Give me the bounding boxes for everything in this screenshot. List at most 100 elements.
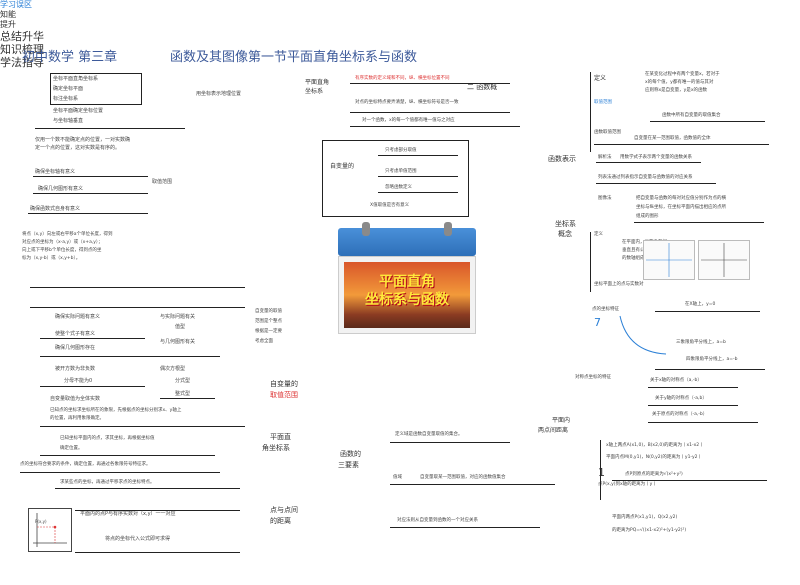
calendar-title-line-1: 平面直角 [379,274,435,290]
symmetry-x: 关于x轴的对称点（a,-b） [650,378,702,383]
divider [596,162,701,163]
pitfall-line-3: 对一个函数，x的每一个值都有唯一值与之对应 [362,118,455,123]
divider [75,510,240,511]
distance-heading-1: 平面内 [552,417,571,424]
translation-rule-3: 向上或下平移b个单位长度，得到点的坐 [22,248,102,253]
divider [33,193,148,194]
range-text: 自变量取某一范围取值，对应的函数值集合 [420,475,506,480]
divider [594,144,769,145]
axes-graphic [33,513,67,547]
translation-rule-1: 将点（x,y）向左或右平移a个单位长度，得到 [22,232,113,237]
left-box-item-1: 坐标平面直角坐标系 [53,76,99,82]
definition-key: 定义 [594,75,607,82]
symmetry-origin: 关于原点的对称点（-a,-b） [652,412,708,417]
function-represent-label: 函数表示 [548,155,576,163]
translation-note: 求某些点的坐标，再通过平移求点的坐标特点。 [60,480,155,485]
symmetry-y: 关于y轴的对称点（-a,b） [655,396,707,401]
divider [648,387,738,388]
three-elements-label-2: 三要素 [338,461,359,469]
translation-rule-2: 对应点的坐标为（x-a,y）或（x+a,y）； [22,240,103,245]
coordinate-concept-1: 坐标系 [555,220,576,228]
coordinate-system-label-2: 角坐标系 [262,444,290,452]
graph-method-1: 把自变量与函数的每对对应值分别作为点的横 [636,196,726,201]
divider [390,442,510,443]
point-sign-label: 点的坐标特征 [592,307,619,312]
number-one: 1 [598,466,605,479]
ensure-geometric: 确保几何图形有意义 [38,186,84,192]
variable-option-4: X值取值是否有意义 [370,203,410,208]
sign-condition-note: 点的坐标符合要求的条件，确定位置，再通过各象限符号特征求。 [20,462,151,467]
cond-radicand: 被开方数为非负数 [55,366,96,372]
analytic-key: 解析法 [598,155,612,160]
distance-origin: 点P到原点的距离为√(x²+y²) [625,472,683,477]
divider [75,552,240,553]
method-heading: 学法指导 [0,56,44,69]
variable-label: 自变量的 [330,163,355,170]
quadrant-note-4: 确定位置。 [60,446,83,451]
calendar-title-line-2: 坐标系与函数 [365,292,449,308]
formula-text: 将点的坐标代入公式即可求得 [105,536,171,542]
domain-definition: 定义域是函数自变量取值的集合。 [395,432,463,437]
divider [35,128,185,129]
divider [350,83,510,84]
definition-box [50,73,142,105]
divider [634,222,764,223]
cond-denominator: 分母不能为0 [64,378,93,384]
quadrant-note-1: 已知点的坐标求坐标所在的象限，先根据点的坐标分别求x、y轴上 [50,408,182,413]
divider [390,527,540,528]
variable-range-label-1: 自变量的 [270,380,298,388]
chapter-calendar-image: 平面直角 坐标系与函数 [338,222,476,334]
knowledge-heading: 知识梳理 [0,43,44,56]
divider [160,398,215,399]
variable-option-3: 忽略函数定义 [385,185,412,190]
divider [20,472,220,473]
type-polynomial: 整式型 [175,391,191,397]
plane-label-1: 平面直角 [305,79,330,86]
divider [40,338,145,339]
graph-method-2: 坐标与纵坐标，在坐标平面内描出相应的点所 [636,205,726,210]
study-pitfall-heading: 学习误区 [0,0,32,9]
table-method-text: 列表法通过列表指示自变量与函数值的对应关系 [598,175,693,180]
cond-all-real: 自变量取值为全体实数 [50,396,101,402]
left-note-1: 仅用一个数不能确定点的位置，一对实数确 [35,137,131,143]
type-value: 值型 [175,324,186,330]
quadrant-graphic [701,243,747,277]
range-text: 函数中所有自变量的取值集合 [662,113,721,118]
quadrant-note-3: 已知坐标平面内的点，求其坐标，再根据坐标值 [60,436,155,441]
two-points-distance-1: 平面内两点P(x1,y1)，Q(x2,y2) [612,515,678,520]
plane-label-2: 坐标系 [305,88,324,95]
three-elements-label-1: 函数的 [340,450,361,458]
function-concept: 二 函数概 [467,83,498,91]
graph-method-3: 组成的图形 [636,214,659,219]
distance-y-axis: 平面内点M(0,y1)，N(0,y2)的距离为丨y1-y2丨 [606,455,703,460]
coordinate-diagram: P(x,y) [28,508,72,552]
quadrant-note-2: 的位置，再利用象限确定。 [50,416,104,421]
cond-geometric: 确保几何图形存在 [55,345,96,351]
domain-text: 自变量在某一范围取值，函数值的全体 [634,136,711,141]
geo-position-label: 用坐标表示地理位置 [196,91,242,97]
divider [596,183,716,184]
left-row-2: 与坐标轴垂直 [53,118,84,124]
divider [650,121,765,122]
variable-range-label-2: 取值范围 [270,391,298,399]
coordinate-system-label-1: 平面直 [270,433,291,441]
divider [55,488,240,489]
domain-key: 函数取值范围 [594,130,621,135]
bracket-line [590,72,591,152]
divider [378,192,458,193]
left-box-item-3: 标注坐标系 [53,96,79,102]
divider [648,422,758,423]
function-def-3: 应则称x是自变量，y是x的函数 [645,88,707,93]
point-p-label: P(x,y) [35,519,47,524]
divider [350,126,520,127]
divider [28,213,148,214]
plane-graphic [646,243,692,277]
bracket-line [590,232,591,292]
divider [655,369,765,370]
function-def-1: 在某变化过程中有两个变量x，若对于 [645,72,720,77]
divider [40,426,245,427]
divider [40,455,215,456]
section-title: 函数及其图像第一节平面直角坐标系与函数 [170,50,418,65]
variable-pitfall-box [322,140,469,217]
on-x-axis: 在X轴上，y=0 [685,302,716,307]
